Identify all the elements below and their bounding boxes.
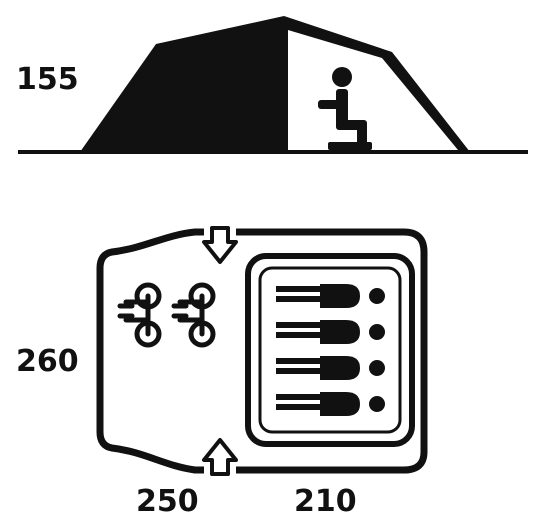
sleeping-person-icon (276, 392, 385, 416)
seated-person-icon (318, 67, 372, 150)
sleeping-person-icon (276, 356, 385, 380)
tent-doorway (288, 30, 458, 150)
entrance-arrow-icon (202, 224, 238, 264)
bedroom-width-label: 210 (294, 484, 357, 519)
porch-width-label: 250 (136, 484, 199, 519)
sleeping-person-icon (276, 284, 385, 308)
tent-floor-plan (96, 224, 428, 478)
floor-plan-outline (96, 228, 428, 474)
sleeping-person-icon (276, 320, 385, 344)
bedroom-inner-wall (258, 266, 402, 434)
depth-label: 260 (16, 344, 79, 379)
height-label: 155 (16, 62, 79, 97)
entrance-arrow-icon (202, 438, 238, 478)
bedroom-outer-wall (245, 253, 415, 447)
tent-side-view (18, 16, 528, 154)
bicycle-icon (117, 282, 162, 348)
bicycle-icon (171, 282, 216, 348)
